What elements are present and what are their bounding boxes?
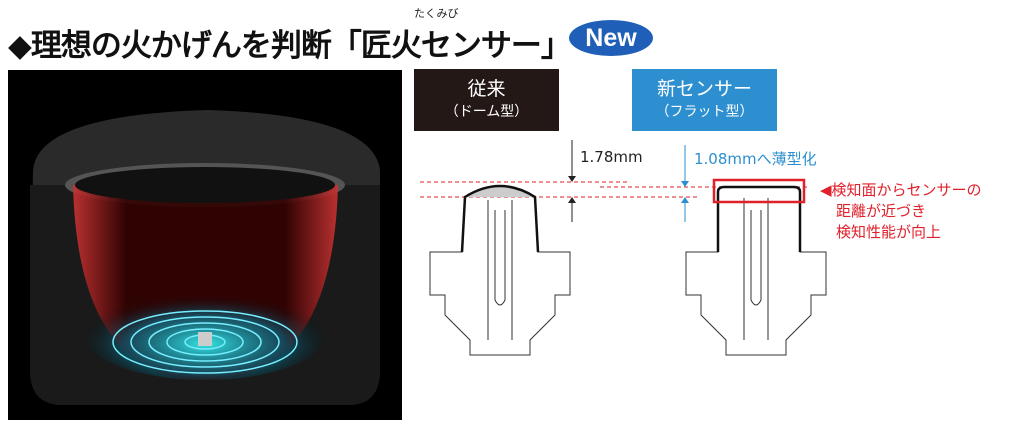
sensor-diagram	[420, 140, 827, 356]
subheading: （ドーム型）	[444, 104, 529, 120]
note-line: 距離が近づき	[836, 202, 927, 220]
improvement-note: ◀検知面からセンサーの 距離が近づき 検知性能が向上	[820, 180, 982, 243]
note-line: ◀検知面からセンサーの	[820, 181, 982, 199]
header-conventional: 従来 （ドーム型）	[414, 69, 559, 131]
rice-cooker-photo	[8, 70, 402, 420]
note-line: 検知性能が向上	[836, 223, 942, 241]
new-badge: New	[569, 20, 653, 56]
subheading: （フラット型）	[655, 104, 754, 120]
heading: 新センサー	[656, 78, 752, 100]
title-ruby: たくみび	[414, 7, 459, 20]
measurement-conventional: 1.78mm	[580, 148, 643, 166]
header-new-sensor: 新センサー （フラット型）	[632, 69, 777, 131]
heading: 従来	[467, 78, 506, 100]
measurement-new: 1.08mmへ薄型化	[694, 150, 817, 168]
page-title: ◆理想の火かげんを判断「匠火センサー」	[8, 28, 572, 64]
